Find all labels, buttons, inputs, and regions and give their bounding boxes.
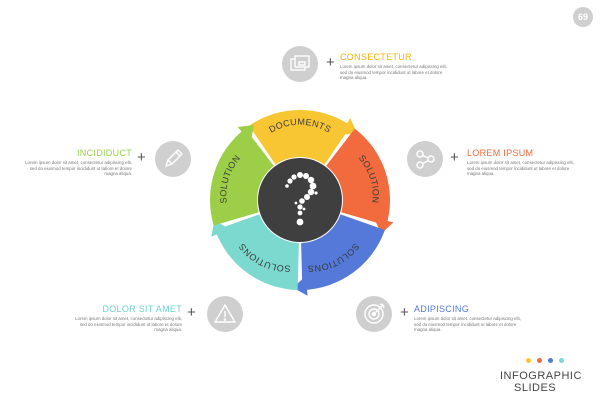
- question-dot: [296, 218, 304, 226]
- question-dot: [297, 172, 303, 178]
- question-dot: [304, 194, 310, 200]
- callout-body-dolor-sit-amet: Lorem ipsum dolor sit amet, consectetur …: [75, 316, 182, 333]
- question-dot: [287, 178, 293, 184]
- question-dot: [285, 184, 289, 188]
- pencil-icon: [155, 141, 191, 177]
- callout-title-lorem-ipsum: LOREM IPSUM: [467, 148, 534, 158]
- callout-body-adipiscing: Lorem ipsum dolor sit amet, consectetur …: [414, 316, 521, 333]
- logo-dot: [548, 358, 553, 363]
- segment-arrow: [373, 217, 394, 234]
- question-dot: [299, 198, 305, 204]
- callout-title-consectetur: CONSECTETUR: [340, 52, 412, 62]
- plus-sign: +: [187, 304, 196, 321]
- callout-body-consectetur: Lorem ipsum dolor sit amet, consectetur …: [340, 64, 447, 81]
- question-dot: [314, 191, 318, 195]
- question-dot: [309, 182, 317, 190]
- logo-line-1: INFOGRAPHIC: [500, 370, 582, 382]
- plus-sign: +: [326, 54, 335, 71]
- target-icon: [356, 296, 392, 332]
- question-dot: [303, 173, 309, 179]
- question-dot: [302, 207, 306, 211]
- segment-solution-left: [210, 128, 274, 226]
- segment-solutions-left: [215, 214, 299, 290]
- question-mark-icon: [285, 172, 318, 226]
- infographic-slides-logo: INFOGRAPHIC SLIDES: [500, 370, 582, 394]
- plus-sign: +: [400, 304, 409, 321]
- warning-icon: [207, 296, 243, 332]
- callout-body-lorem-ipsum: Lorem ipsum dolor sit amet, consectetur …: [467, 160, 574, 177]
- segment-arrow: [339, 118, 358, 136]
- callout-title-dolor-sit-amet: DOLOR SIT AMET: [102, 304, 182, 314]
- logo-dot: [537, 358, 542, 363]
- question-dot: [297, 204, 303, 210]
- plus-sign: +: [450, 149, 459, 166]
- question-dot: [307, 176, 315, 184]
- segment-solutions-right: [301, 214, 385, 290]
- segment-solution-right: [326, 128, 390, 226]
- plus-sign: +: [137, 149, 146, 166]
- segment-arrow: [237, 124, 255, 143]
- network-icon: [407, 141, 443, 177]
- callout-body-incididuct: Lorem ipsum dolor sit amet, consectetur …: [25, 160, 132, 177]
- question-dot: [294, 201, 298, 205]
- page-number-badge: 69: [573, 7, 593, 27]
- logo-line-2: SLIDES: [514, 382, 557, 394]
- question-dot: [307, 188, 315, 196]
- callout-title-adipiscing: ADIPISCING: [414, 304, 470, 314]
- question-dot: [291, 174, 297, 180]
- segment-documents: [249, 109, 351, 165]
- question-dot: [297, 210, 303, 216]
- folder-icon: [282, 46, 318, 82]
- callout-title-incididuct: INCIDIDUCT: [77, 148, 132, 158]
- logo-dot: [559, 358, 564, 363]
- segment-arrow: [293, 275, 308, 296]
- logo-dot: [526, 358, 531, 363]
